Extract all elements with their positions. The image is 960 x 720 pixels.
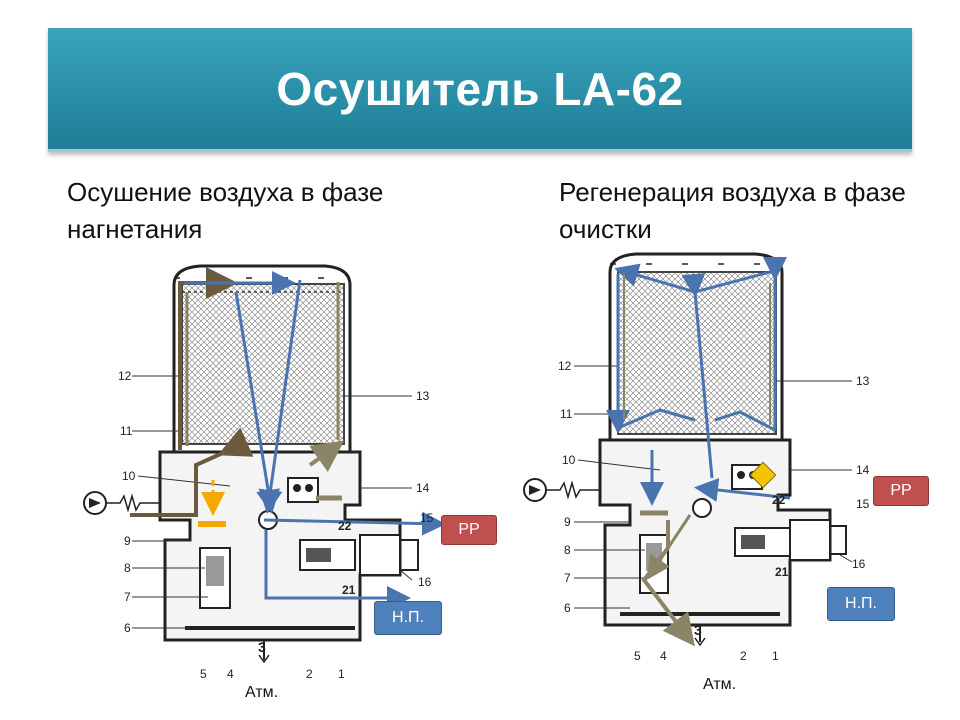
left-num-14: 14 xyxy=(416,481,430,495)
title-bar: Осушитель LA-62 xyxy=(48,28,912,152)
left-pp-label: РР xyxy=(441,515,497,545)
left-caption: Осушение воздуха в фазе нагнетания xyxy=(67,177,384,244)
left-np-label: Н.П. xyxy=(374,601,442,635)
right-cartridge xyxy=(617,271,777,435)
right-num-1: 1 xyxy=(772,649,779,663)
left-num-13: 13 xyxy=(416,389,430,403)
right-num-14: 14 xyxy=(856,463,870,477)
left-num-9: 9 xyxy=(124,534,131,548)
right-num-12: 12 xyxy=(558,359,572,373)
right-num-2: 2 xyxy=(740,649,747,663)
right-caption: Регенерация воздуха в фазе очистки xyxy=(559,177,906,244)
left-num-22: 22 xyxy=(338,519,352,533)
left-atm-label: Атм. xyxy=(245,684,279,701)
left-flow-lines xyxy=(130,267,446,610)
right-num-6: 6 xyxy=(564,601,571,615)
right-num-4: 4 xyxy=(660,649,667,663)
left-num-1: 1 xyxy=(338,667,345,681)
right-num-15: 15 xyxy=(856,497,870,511)
left-num-21: 21 xyxy=(342,583,356,597)
left-num-3: 3 xyxy=(258,639,266,655)
right-num-21: 21 xyxy=(775,565,789,579)
slide-title: Осушитель LA-62 xyxy=(276,62,684,115)
right-num-9: 9 xyxy=(564,515,571,529)
right-num-13: 13 xyxy=(856,374,870,388)
right-flow-lines xyxy=(606,257,791,647)
left-num-7: 7 xyxy=(124,590,131,604)
left-num-5: 5 xyxy=(200,667,207,681)
right-atm-label: Атм. xyxy=(703,676,737,693)
right-num-22: 22 xyxy=(772,493,786,507)
right-num-3: 3 xyxy=(694,622,702,638)
left-num-12: 12 xyxy=(118,369,132,383)
right-dryer-diagram xyxy=(523,252,853,647)
left-cartridge xyxy=(181,283,345,445)
left-num-8: 8 xyxy=(124,561,131,575)
right-num-8: 8 xyxy=(564,543,571,557)
left-num-10: 10 xyxy=(122,469,136,483)
right-num-7: 7 xyxy=(564,571,571,585)
left-num-6: 6 xyxy=(124,621,131,635)
left-num-11: 11 xyxy=(120,424,133,438)
left-num-2: 2 xyxy=(306,667,313,681)
left-num-4: 4 xyxy=(227,667,234,681)
right-pp-label: РР xyxy=(873,476,929,506)
left-num-15: 15 xyxy=(420,511,434,525)
left-num-16: 16 xyxy=(418,575,432,589)
right-num-11: 11 xyxy=(560,407,573,421)
right-num-16: 16 xyxy=(852,557,866,571)
right-np-label: Н.П. xyxy=(827,587,895,621)
left-dryer-diagram xyxy=(83,264,446,664)
right-num-10: 10 xyxy=(562,453,576,467)
right-num-5: 5 xyxy=(634,649,641,663)
